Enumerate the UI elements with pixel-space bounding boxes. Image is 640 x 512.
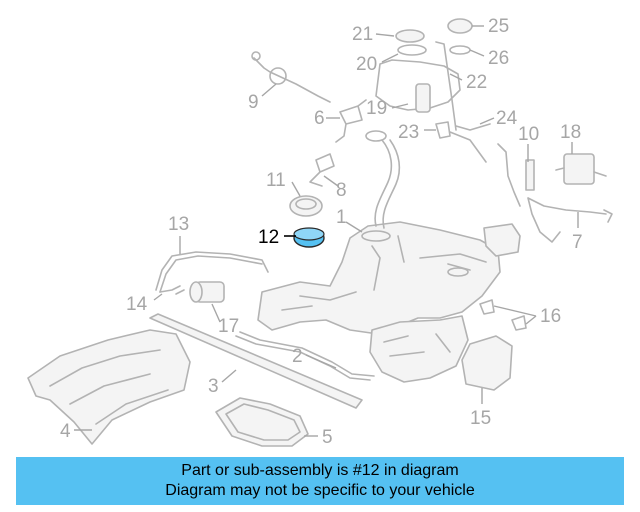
- fuel-tank: [257, 130, 521, 383]
- part-9-cable: [253, 57, 331, 103]
- callout-5: 5: [322, 427, 333, 448]
- callout-16: 16: [540, 306, 561, 327]
- callout-13: 13: [168, 214, 189, 235]
- callout-8: 8: [336, 180, 347, 201]
- callout-25: 25: [488, 16, 509, 37]
- callout-23: 23: [398, 122, 419, 143]
- info-banner-line-2: Diagram may not be specific to your vehi…: [165, 482, 475, 499]
- callout-11: 11: [266, 170, 286, 191]
- callout-10: 10: [518, 124, 539, 145]
- part-3-crossmember: [149, 313, 363, 409]
- part-8-bracket: [309, 153, 335, 187]
- callout-12[interactable]: 12: [258, 227, 279, 248]
- callout-20: 20: [356, 54, 377, 75]
- part-14-fitting: [159, 285, 185, 295]
- callout-22: 22: [466, 72, 487, 93]
- part-17-filter: [189, 281, 225, 303]
- callout-3: 3: [208, 376, 219, 397]
- callout-labels: 1 2 3 4 5 6 7 8 9 10 11 12 13 14 15 16 1…: [60, 16, 583, 448]
- part-23-sensor: [435, 121, 487, 163]
- part-13-hose: [155, 251, 269, 291]
- part-16-clips: [479, 299, 527, 331]
- part-12-seal[interactable]: [293, 227, 325, 248]
- fuel-pump-assembly: [375, 29, 461, 131]
- callout-14: 14: [126, 294, 148, 315]
- callout-24: 24: [496, 108, 518, 129]
- callout-6: 6: [314, 108, 325, 129]
- part-7-pipe: [527, 197, 607, 243]
- callout-19: 19: [366, 98, 387, 119]
- callout-2: 2: [292, 346, 303, 367]
- leader-lines: [74, 25, 579, 437]
- part-25-26-rings: [447, 18, 473, 55]
- part-6-sensor: [335, 99, 367, 143]
- part-4-heat-shield: [27, 329, 191, 445]
- callout-4: 4: [60, 421, 71, 442]
- part-5-gasket: [215, 397, 309, 447]
- callout-7: 7: [572, 232, 583, 253]
- callout-9: 9: [248, 92, 259, 113]
- part-18-valve: [555, 153, 607, 185]
- parts-diagram: 1 2 3 4 5 6 7 8 9 10 11 12 13 14 15 16 1…: [27, 16, 613, 448]
- callout-17: 17: [218, 316, 239, 337]
- info-banner: Part or sub-assembly is #12 in diagram D…: [16, 457, 624, 505]
- callout-1: 1: [336, 207, 347, 228]
- callout-18: 18: [560, 122, 581, 143]
- part-24-line: [455, 123, 491, 131]
- part-10-line: [497, 143, 521, 207]
- part-15-bracket: [461, 335, 513, 391]
- info-banner-line-1: Part or sub-assembly is #12 in diagram: [181, 462, 459, 479]
- callout-15: 15: [470, 408, 491, 429]
- callout-26: 26: [488, 48, 509, 69]
- part-11-ring: [289, 195, 323, 217]
- callout-21: 21: [352, 24, 373, 45]
